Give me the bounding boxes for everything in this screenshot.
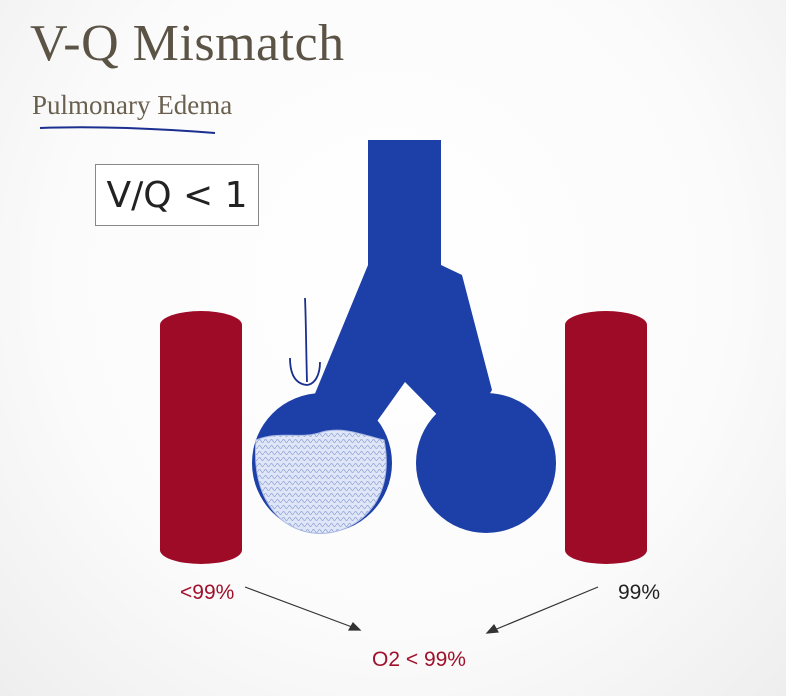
page-subtitle: Pulmonary Edema — [32, 90, 233, 120]
left-blood-vessel — [160, 311, 242, 564]
right-blood-vessel — [565, 311, 647, 564]
result-saturation-label: O2 < 99% — [372, 648, 466, 671]
vq-ratio-box: V/Q < 1 — [95, 164, 259, 226]
edema-fluid — [254, 429, 387, 534]
right-alveolus — [416, 393, 556, 533]
handwritten-underline — [39, 126, 216, 134]
trachea — [368, 140, 441, 280]
page-title: V-Q Mismatch — [30, 15, 345, 72]
airway — [252, 140, 556, 534]
convergence-arrows — [244, 586, 599, 634]
handwritten-arrow — [289, 297, 321, 386]
left-saturation-label: <99% — [180, 581, 235, 604]
right-saturation-label: 99% — [618, 581, 661, 604]
